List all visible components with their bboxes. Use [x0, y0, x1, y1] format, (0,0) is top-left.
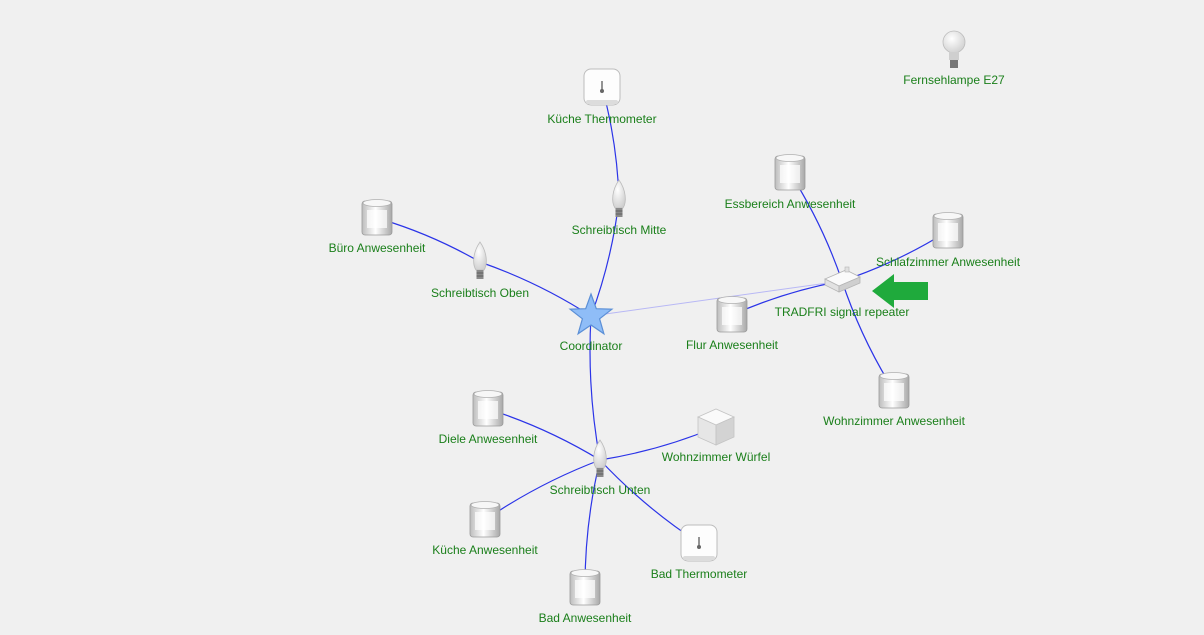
- node-label-schreibtisch-oben: Schreibtisch Oben: [430, 286, 530, 300]
- node-label-kuche-anwesenheit: Küche Anwesenheit: [432, 543, 538, 557]
- node-label-bad-anwesenheit: Bad Anwesenheit: [538, 611, 632, 625]
- motion-sensor-icon[interactable]: [774, 154, 806, 191]
- thermometer-sensor-icon[interactable]: [680, 524, 718, 562]
- arrow-left-icon: [872, 274, 928, 308]
- light-bulb-icon[interactable]: [942, 30, 966, 68]
- star-icon[interactable]: [568, 292, 614, 336]
- node-label-kuche-thermometer: Küche Thermometer: [547, 112, 657, 126]
- node-label-essbereich-anwesenheit: Essbereich Anwesenheit: [724, 197, 856, 211]
- node-label-wohnzimmer-wurfel: Wohnzimmer Würfel: [661, 450, 771, 464]
- node-label-wohnzimmer-anwesenheit: Wohnzimmer Anwesenheit: [823, 414, 965, 428]
- node-label-buro-anwesenheit: Büro Anwesenheit: [328, 241, 426, 255]
- node-label-flur-anwesenheit: Flur Anwesenheit: [685, 338, 779, 352]
- node-label-schreibtisch-unten: Schreibtisch Unten: [549, 483, 651, 497]
- link-coordinator-schreibtisch-unten: [589, 315, 601, 461]
- node-label-schlafzimmer-anwesenheit: Schlafzimmer Anwesenheit: [875, 255, 1021, 269]
- candle-bulb-icon[interactable]: [593, 439, 607, 477]
- candle-bulb-icon[interactable]: [473, 241, 487, 279]
- motion-sensor-icon[interactable]: [878, 372, 910, 409]
- candle-bulb-icon[interactable]: [612, 179, 626, 217]
- motion-sensor-icon[interactable]: [472, 390, 504, 427]
- repeater-icon[interactable]: [824, 266, 861, 293]
- link-coordinator-schreibtisch-mitte: [590, 199, 620, 317]
- link-coordinator-tradfri-repeater: [590, 280, 843, 317]
- cube-icon[interactable]: [697, 408, 735, 446]
- motion-sensor-icon[interactable]: [361, 199, 393, 236]
- link-schreibtisch-unten-bad-anwesenheit: [584, 459, 601, 589]
- thermometer-sensor-icon[interactable]: [583, 68, 621, 106]
- motion-sensor-icon[interactable]: [932, 212, 964, 249]
- link-schreibtisch-oben-buro-anwesenheit: [376, 217, 481, 263]
- motion-sensor-icon[interactable]: [469, 501, 501, 538]
- motion-sensor-icon[interactable]: [716, 296, 748, 333]
- node-label-fernsehlampe: Fernsehlampe E27: [903, 73, 1005, 87]
- node-label-coordinator: Coordinator: [559, 339, 623, 353]
- motion-sensor-icon[interactable]: [569, 569, 601, 606]
- node-label-bad-thermometer: Bad Thermometer: [650, 567, 748, 581]
- node-label-tradfri-repeater: TRADFRI signal repeater: [774, 305, 910, 319]
- node-label-schreibtisch-mitte: Schreibtisch Mitte: [571, 223, 667, 237]
- node-label-diele-anwesenheit: Diele Anwesenheit: [438, 432, 538, 446]
